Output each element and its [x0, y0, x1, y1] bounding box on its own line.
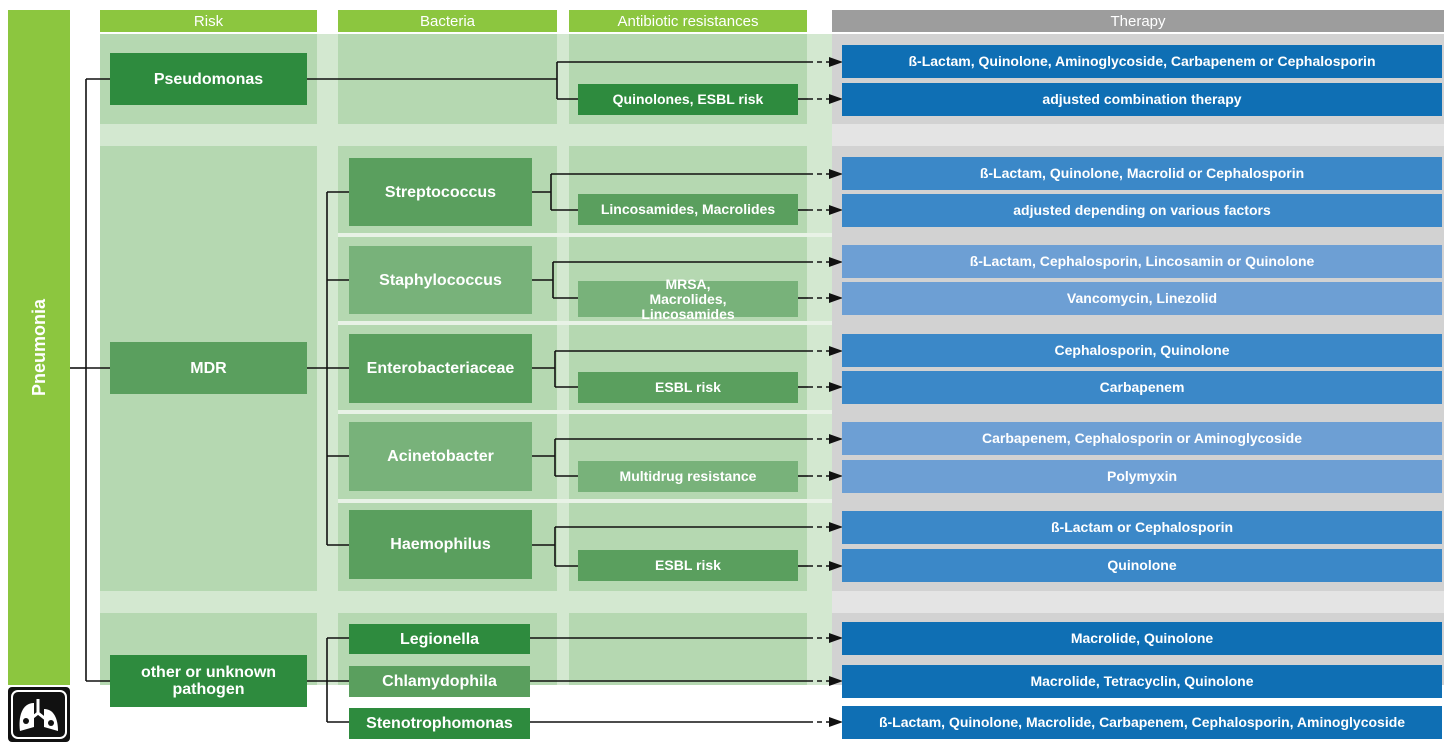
root-pneumonia: Pneumonia — [8, 10, 70, 685]
separator — [338, 410, 832, 414]
header-risk: Risk — [100, 10, 317, 32]
therapy-acinetobacter-1: Carbapenem, Cephalosporin or Aminoglycos… — [842, 422, 1442, 455]
separator — [338, 321, 832, 325]
bacteria-streptococcus: Streptococcus — [349, 158, 532, 226]
bacteria-legionella: Legionella — [349, 624, 530, 654]
separator — [338, 499, 832, 503]
therapy-pseudomonas-1: ß-Lactam, Quinolone, Aminoglycoside, Car… — [842, 45, 1442, 78]
therapy-streptococcus-2: adjusted depending on various factors — [842, 194, 1442, 227]
therapy-chlamydophila: Macrolide, Tetracyclin, Quinolone — [842, 665, 1442, 698]
gap-band-2-therapy — [832, 591, 1444, 613]
bacteria-chlamydophila: Chlamydophila — [349, 666, 530, 697]
therapy-stenotrophomonas: ß-Lactam, Quinolone, Macrolide, Carbapen… — [842, 706, 1442, 739]
resistance-haemophilus: ESBL risk — [578, 550, 798, 581]
resistance-acinetobacter: Multidrug resistance — [578, 461, 798, 492]
bacteria-stenotrophomonas: Stenotrophomonas — [349, 708, 530, 739]
gap-band-1-therapy — [832, 124, 1444, 146]
therapy-legionella: Macrolide, Quinolone — [842, 622, 1442, 655]
therapy-staphylococcus-2: Vancomycin, Linezolid — [842, 282, 1442, 315]
bacteria-enterobacteriaceae: Enterobacteriaceae — [349, 334, 532, 403]
resistance-staphylococcus: MRSA, Macrolides, Lincosamides — [578, 276, 798, 321]
header-resistance: Antibiotic resistances — [569, 10, 807, 32]
bacteria-staphylococcus: Staphylococcus — [349, 246, 532, 314]
bacteria-haemophilus: Haemophilus — [349, 510, 532, 579]
therapy-streptococcus-1: ß-Lactam, Quinolone, Macrolid or Cephalo… — [842, 157, 1442, 190]
lung-logo-icon — [8, 687, 70, 742]
header-therapy: Therapy — [832, 10, 1444, 32]
resistance-enterobacteriaceae: ESBL risk — [578, 372, 798, 403]
therapy-enterobacteriaceae-1: Cephalosporin, Quinolone — [842, 334, 1442, 367]
risk-pseudomonas: Pseudomonas — [110, 53, 307, 105]
therapy-staphylococcus-1: ß-Lactam, Cephalosporin, Lincosamin or Q… — [842, 245, 1442, 278]
therapy-enterobacteriaceae-2: Carbapenem — [842, 371, 1442, 404]
therapy-acinetobacter-2: Polymyxin — [842, 460, 1442, 493]
gap-band-2 — [100, 591, 832, 613]
therapy-haemophilus-2: Quinolone — [842, 549, 1442, 582]
resistance-pseudomonas: Quinolones, ESBL risk — [578, 84, 798, 115]
therapy-haemophilus-1: ß-Lactam or Cephalosporin — [842, 511, 1442, 544]
bacteria-acinetobacter: Acinetobacter — [349, 422, 532, 491]
bg-connector-column-2 — [557, 34, 569, 685]
header-bacteria: Bacteria — [338, 10, 557, 32]
therapy-pseudomonas-2: adjusted combination therapy — [842, 83, 1442, 116]
separator — [338, 233, 832, 237]
resistance-streptococcus: Lincosamides, Macrolides — [578, 194, 798, 225]
gap-band-1 — [100, 124, 832, 146]
risk-mdr: MDR — [110, 342, 307, 394]
risk-other: other or unknown pathogen — [110, 655, 307, 707]
